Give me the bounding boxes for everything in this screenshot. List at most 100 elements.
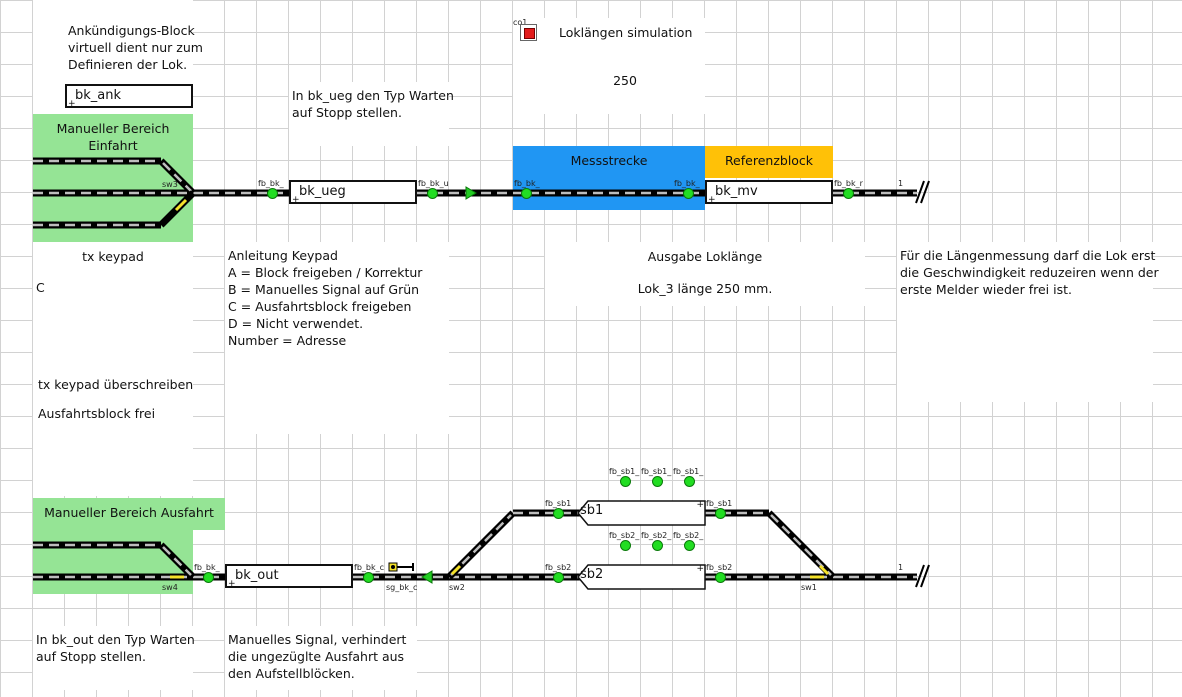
- panel-keypad: [33, 242, 193, 496]
- sensor-label-fb-sb2-3: fb_sb2_: [673, 531, 704, 540]
- switch-label-sw2: sw2: [449, 583, 465, 592]
- ausfahrtsblock-status: Ausfahrtsblock frei: [38, 406, 156, 421]
- loklaengen-title: Loklängen simulation: [559, 25, 693, 40]
- track-top-lower: [33, 190, 196, 229]
- panel-ausgabe: [545, 242, 865, 306]
- sensor-label-fb-bk-ueg-out: fb_bk_u: [418, 179, 449, 188]
- end-label-top: 1: [898, 179, 904, 188]
- zone-referenzblock-title: Referenzblock: [724, 153, 814, 168]
- sensor-label-fb-bk-mv: fb_bk_r: [834, 179, 863, 188]
- loklaengen-control-button[interactable]: [520, 24, 537, 41]
- panel-manuelles-signal: [225, 626, 417, 690]
- sensor-label-fb-sb2-2: fb_sb2_: [641, 531, 672, 540]
- switch-label-sw1: sw1: [801, 583, 817, 592]
- block-bk-out[interactable]: bk_out +: [225, 564, 353, 589]
- tx-keypad-title: tx keypad: [82, 249, 144, 264]
- sensor-fb-sb2-out[interactable]: [715, 572, 726, 583]
- plus-icon: +: [696, 564, 704, 574]
- sensor-label-fb-sb1-out: fb_sb1: [706, 499, 733, 508]
- block-bk-ueg-label: bk_ueg: [299, 184, 346, 199]
- sensor-label-fb-sb1-3: fb_sb1_: [673, 467, 704, 476]
- sensor-fb-sb1-1[interactable]: [620, 476, 631, 487]
- plus-icon: +: [292, 195, 300, 205]
- switch-label-sw3: sw3: [162, 180, 178, 189]
- sensor-label-fb-bk-mess-out: fb_bk_: [674, 179, 700, 188]
- buffer-stop-bottom: [915, 564, 930, 588]
- plus-icon: +: [228, 579, 236, 589]
- tx-keypad-override: tx keypad überschreiben: [38, 377, 194, 392]
- zone-ausfahrt-area: [33, 530, 193, 594]
- panel-bk-ueg-hint: [289, 82, 449, 146]
- ausgabe-value: Lok_3 länge 250 mm.: [637, 281, 773, 296]
- sensor-label-fb-bk-out-out: fb_bk_c: [354, 563, 385, 572]
- sensor-fb-sb1-2[interactable]: [652, 476, 663, 487]
- ausgabe-title: Ausgabe Loklänge: [647, 249, 763, 264]
- signal-label-sg-bk-out: sg_bk_c: [386, 583, 418, 592]
- block-bk-ank-label: bk_ank: [75, 88, 122, 103]
- sensor-fb-sb1-out[interactable]: [715, 508, 726, 519]
- block-bk-mv-label: bk_mv: [715, 184, 758, 199]
- manual-signal-icon: [388, 562, 414, 572]
- sensor-fb-sb2-1[interactable]: [620, 540, 631, 551]
- sensor-label-fb-bk-out-in: fb_bk_: [194, 563, 220, 572]
- signal-arrow-left: [421, 570, 433, 584]
- stop-square-icon: [524, 28, 535, 39]
- sensor-fb-bk-mv[interactable]: [843, 188, 854, 199]
- signal-arrow-right: [465, 186, 477, 200]
- zone-einfahrt-title: Manueller Bereich Einfahrt: [56, 121, 170, 153]
- keypad-value: C: [36, 280, 45, 295]
- sensor-fb-bk-mess-out[interactable]: [683, 188, 694, 199]
- zone-messstrecke-title: Messstrecke: [570, 153, 648, 168]
- note-anleitung: Anleitung Keypad A = Block freigeben / K…: [228, 248, 423, 348]
- buffer-stop-top: [915, 180, 930, 204]
- co1-label: co1: [513, 18, 528, 27]
- block-bk-out-label: bk_out: [235, 568, 279, 583]
- plus-icon: +: [708, 195, 716, 205]
- block-sb2-shape: [577, 564, 706, 590]
- sensor-fb-bk-mess-in[interactable]: [521, 188, 532, 199]
- sensor-fb-bk-ueg-in[interactable]: [267, 188, 278, 199]
- plus-icon: +: [696, 500, 704, 510]
- block-bk-ueg[interactable]: bk_ueg +: [289, 180, 417, 205]
- zone-einfahrt-header: [33, 114, 193, 146]
- zone-ausfahrt-title: Manueller Bereich Ausfahrt: [44, 505, 214, 520]
- sensor-label-fb-sb1-2: fb_sb1_: [641, 467, 672, 476]
- sensor-fb-bk-ueg-out[interactable]: [427, 188, 438, 199]
- zone-messstrecke-header: [513, 146, 705, 178]
- panel-anleitung: [225, 242, 449, 434]
- switch-label-sw4: sw4: [162, 583, 178, 592]
- note-manuelles-signal: Manuelles Signal, verhindert die ungezüg…: [228, 632, 407, 681]
- sensor-label-fb-sb2-in: fb_sb2: [545, 563, 572, 572]
- block-sb1-label: sb1: [580, 503, 604, 518]
- sensor-fb-sb1-3[interactable]: [684, 476, 695, 487]
- sensor-fb-bk-out-out[interactable]: [363, 572, 374, 583]
- track-bottom-upper-left: [33, 541, 196, 580]
- loklaengen-value: 250: [613, 73, 637, 88]
- block-sb1-shape: [577, 500, 706, 526]
- block-sb1[interactable]: sb1 +: [578, 500, 705, 525]
- sensor-fb-sb2-2[interactable]: [652, 540, 663, 551]
- sensor-fb-bk-out-in[interactable]: [203, 572, 214, 583]
- sensor-label-fb-sb2-out: fb_sb2: [706, 563, 733, 572]
- block-sb2[interactable]: sb2 +: [578, 564, 705, 589]
- panel-loklaengen: [513, 18, 705, 114]
- end-label-bottom: 1: [898, 563, 904, 572]
- note-bk-ueg: In bk_ueg den Typ Warten auf Stopp stell…: [292, 88, 454, 120]
- block-bk-mv[interactable]: bk_mv +: [705, 180, 833, 205]
- block-sb2-label: sb2: [580, 567, 604, 582]
- plus-icon: +: [68, 99, 76, 109]
- panel-laengenmessung: [897, 242, 1153, 402]
- zone-referenzblock-header: [705, 146, 833, 178]
- block-bk-ank[interactable]: bk_ank +: [65, 84, 193, 109]
- sensor-fb-sb2-in[interactable]: [553, 572, 564, 583]
- sensor-label-fb-bk-mess-in: fb_bk_: [514, 179, 540, 188]
- sensor-fb-sb2-3[interactable]: [684, 540, 695, 551]
- panel-bk-out-hint: [33, 626, 193, 690]
- note-bk-out: In bk_out den Typ Warten auf Stopp stell…: [36, 632, 195, 664]
- zone-ausfahrt-header: [33, 498, 225, 530]
- sensor-label-fb-sb1-in: fb_sb1: [545, 499, 572, 508]
- sensor-fb-sb1-in[interactable]: [553, 508, 564, 519]
- note-laengenmessung: Für die Längenmessung darf die Lok erst …: [900, 248, 1159, 297]
- track-top-upper: [33, 157, 196, 196]
- sensor-label-fb-sb1-1: fb_sb1_: [609, 467, 640, 476]
